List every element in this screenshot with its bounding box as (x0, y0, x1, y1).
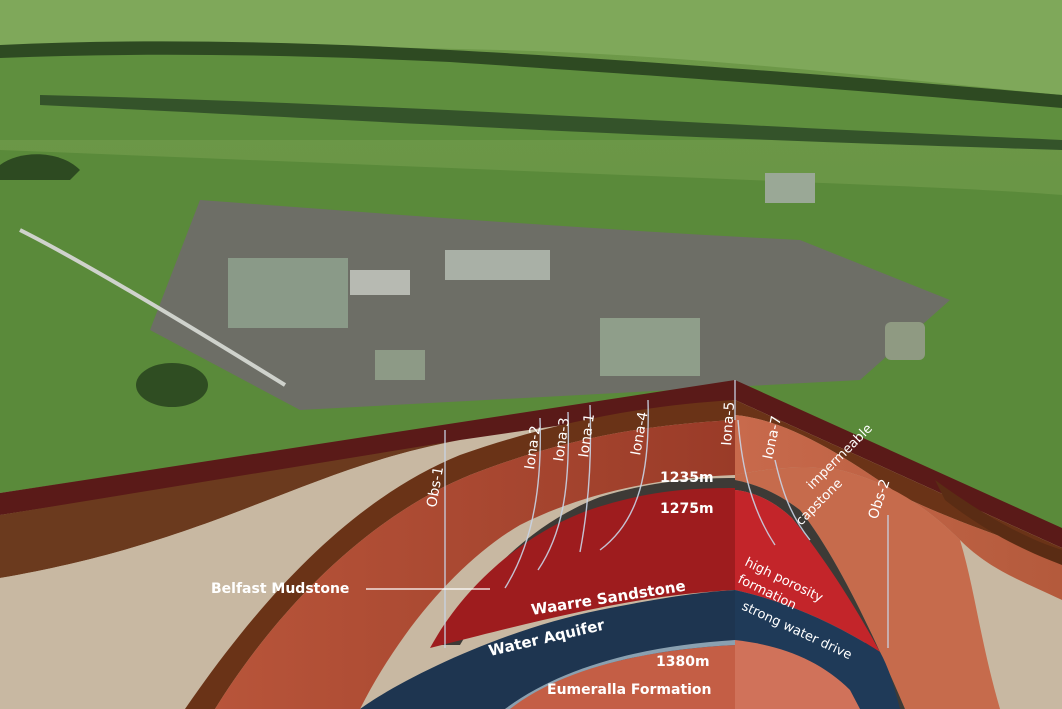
depth-label-top: 1235m (660, 470, 714, 486)
belfast-mudstone-right (735, 467, 1062, 709)
well-label-iona1: Iona-1 (576, 413, 598, 459)
well-iona2-path (504, 417, 541, 589)
surface-band (0, 380, 1062, 548)
waarre-sandstone-right (735, 490, 880, 652)
well-label-obs1: Obs-1 (424, 465, 447, 508)
well-iona7-path (774, 459, 811, 541)
eumeralla-left (505, 645, 735, 709)
well-label-iona3: Iona-3 (551, 417, 573, 463)
geological-block (0, 380, 1062, 709)
well-label-iona4: Iona-4 (628, 410, 651, 456)
formation-label-belfast: Belfast Mudstone (211, 581, 349, 597)
depth-label-mid: 1275m (660, 501, 714, 517)
well-paths (366, 380, 889, 648)
well-iona3-path (537, 411, 570, 571)
belfast-mudstone-left (215, 420, 735, 709)
well-label-iona2: Iona-2 (522, 425, 544, 471)
well-iona1-path (579, 404, 592, 553)
well-iona5-path-lower (737, 419, 776, 546)
well-iona4-path (599, 399, 649, 551)
upper-soil-left (0, 440, 460, 578)
waarre-sandstone-left (430, 488, 735, 648)
formation-label-eumeralla: Eumeralla Formation (547, 682, 712, 698)
well-label-iona5: Iona-5 (719, 401, 738, 446)
depth-label-bottom: 1380m (656, 654, 710, 670)
eumeralla-right (735, 640, 860, 709)
